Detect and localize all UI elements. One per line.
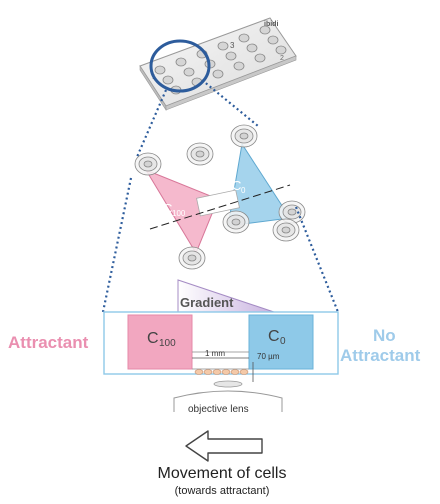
chamber-c0-3d-sub: 0 xyxy=(241,186,246,195)
chamber-c100-3d xyxy=(144,168,219,255)
scale-70um-label: 70 µm xyxy=(257,352,280,361)
c100-label: C xyxy=(147,330,159,347)
movement-subtitle: (towards attractant) xyxy=(175,485,270,497)
slide-well xyxy=(267,35,279,45)
scale-1mm-label: 1 mm xyxy=(205,349,225,358)
movement-title: Movement of cells xyxy=(158,465,287,482)
reservoir xyxy=(278,200,306,224)
slide-well xyxy=(275,45,287,55)
slide-well xyxy=(225,51,237,61)
c100-sub: 100 xyxy=(159,338,176,349)
slide-well xyxy=(238,33,250,43)
brand-label: ibidi xyxy=(264,21,278,28)
chamber-c0-3d xyxy=(227,142,291,227)
reservoir xyxy=(134,152,162,176)
slide-well xyxy=(233,61,245,71)
slide-well xyxy=(254,53,266,63)
no-attractant-line2: Attractant xyxy=(340,346,421,365)
chamber-c100-3d-label: C xyxy=(163,201,172,216)
connector-right-top xyxy=(201,79,259,127)
reservoirs xyxy=(134,124,306,270)
c0-label: C xyxy=(268,328,280,345)
chamber-c100 xyxy=(127,314,193,370)
reservoir xyxy=(222,210,250,234)
attractant-label: Attractant xyxy=(8,333,89,352)
microscope-slide: ibidi 3 1 2 xyxy=(139,17,297,112)
slide-well xyxy=(212,69,224,79)
cell xyxy=(221,369,231,375)
reservoir xyxy=(178,246,206,270)
connector-left-top xyxy=(135,89,168,158)
cell xyxy=(212,369,222,375)
chamber-c0 xyxy=(248,314,314,370)
objective-lens-label: objective lens xyxy=(188,404,249,415)
connector-right-bottom xyxy=(294,206,340,313)
slide-well xyxy=(162,75,174,85)
slide-well xyxy=(183,67,195,77)
reservoir xyxy=(272,218,300,242)
chamber-c0-3d-label: C xyxy=(232,178,241,193)
objective-lens: objective lens xyxy=(173,380,283,415)
slide-digit-2: 2 xyxy=(280,55,284,62)
slide-well xyxy=(217,41,229,51)
slide-well xyxy=(154,65,166,75)
slide-well xyxy=(175,57,187,67)
chamber-3d-view: C 0 C 100 xyxy=(134,124,306,270)
cell xyxy=(239,369,249,375)
cell xyxy=(203,369,213,375)
connector-left-bottom xyxy=(101,177,133,313)
reservoir xyxy=(186,142,214,166)
cross-section-line xyxy=(149,184,291,230)
c0-sub: 0 xyxy=(280,336,286,347)
reservoir xyxy=(230,124,258,148)
cells xyxy=(194,369,249,375)
movement-arrow-icon xyxy=(185,430,263,462)
no-attractant-line1: No xyxy=(373,326,396,345)
slide-number: 3 xyxy=(230,41,235,50)
chamber-c100-3d-sub: 100 xyxy=(172,209,186,218)
gradient-label: Gradient xyxy=(180,295,234,310)
cell xyxy=(194,369,204,375)
magnifier-circle xyxy=(149,39,211,93)
cell xyxy=(230,369,240,375)
slide-well xyxy=(246,43,258,53)
slide-well xyxy=(259,25,271,35)
